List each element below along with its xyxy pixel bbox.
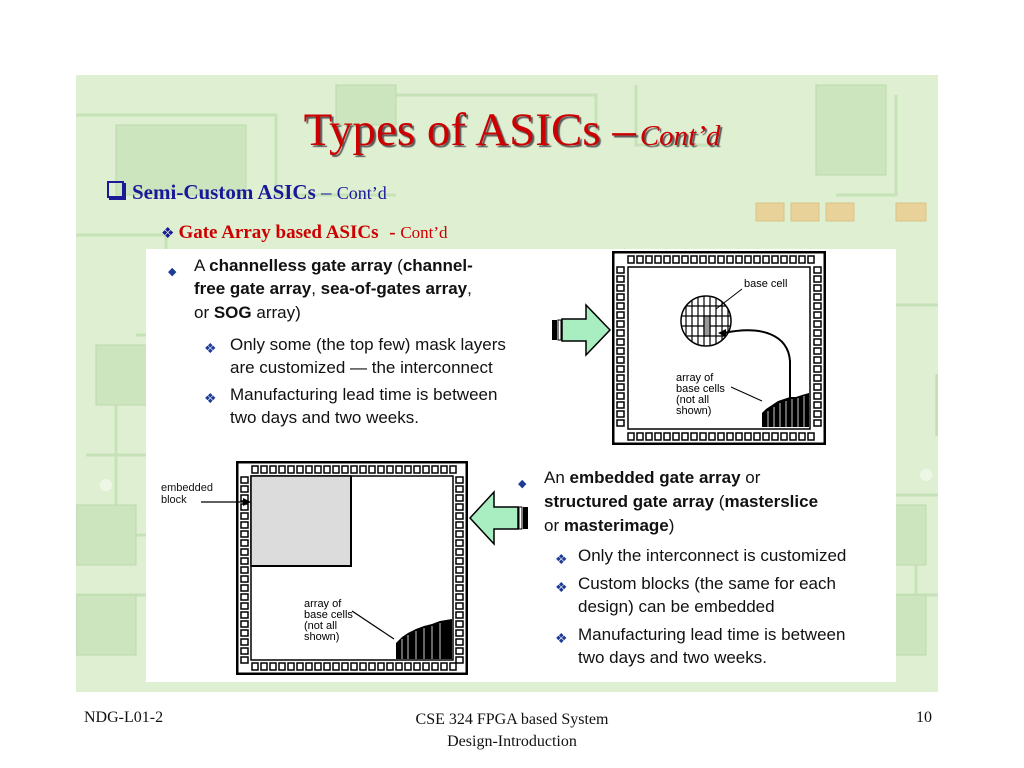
embedded-label-2: block: [161, 494, 187, 506]
footer-left: NDG-L01-2: [84, 709, 164, 726]
footer-center: CSE 324 FPGA based System Design-Introdu…: [300, 709, 724, 753]
level2-label: Gate Array based ASICs: [178, 222, 379, 243]
array-label-2: base cells: [676, 383, 725, 395]
channelless-line-3: or SOG array): [194, 303, 301, 322]
page-number: 10: [916, 709, 932, 726]
channelless-sub1-l1: Only some (the top few) mask layers: [230, 335, 506, 354]
pad-ring: [240, 465, 464, 671]
level1-dash: –: [321, 180, 332, 204]
level1-label: Semi-Custom ASICs: [132, 180, 316, 204]
embedded-leader-line: [201, 498, 251, 506]
diamond-bullet-icon: ❖: [161, 226, 175, 242]
level2-cont: Cont’d: [400, 223, 448, 242]
title-main: Types of ASICs –: [303, 104, 636, 156]
embedded-label-1: embedded: [161, 482, 213, 494]
title-sub: Cont’d: [639, 120, 721, 152]
embedded-block-label: embedded block: [161, 482, 213, 506]
diamond-bullet-icon: ❖: [555, 579, 568, 595]
array-label-1: array of: [676, 372, 714, 384]
level2-bullet: ❖Gate Array based ASICs - Cont’d: [161, 222, 448, 244]
array-label-3: (not all: [676, 394, 709, 406]
embedded-sub3-l1: Manufacturing lead time is between: [578, 625, 846, 644]
diamond-bullet-icon: ❖: [555, 551, 568, 567]
footer-center-line-2: Design-Introduction: [447, 733, 577, 750]
channelless-sub1-l2: are customized — the interconnect: [230, 358, 493, 377]
channelless-gate-array-diagram: base cell array of base cells (not all s…: [612, 251, 826, 445]
right-arrow-icon: [552, 303, 612, 357]
diamond-bullet-icon: ❖: [204, 340, 217, 356]
diamond-bullet-icon: ❖: [555, 630, 568, 646]
pad-ring: [616, 255, 822, 441]
embedded-sub1: Only the interconnect is customized: [578, 546, 847, 565]
slide-title: Types of ASICs – Cont’d: [0, 103, 1024, 157]
level1-bullet: Semi-Custom ASICs – Cont’d: [107, 180, 387, 205]
level2-dash: -: [389, 222, 396, 243]
array-label-1: array of: [304, 598, 342, 610]
bullet-icon: ◆: [168, 266, 177, 278]
embedded-sub3-l2: two days and two weeks.: [578, 648, 767, 667]
array-label-3: (not all: [304, 620, 337, 632]
bullet-icon: ◆: [518, 478, 527, 490]
array-label-2: base cells: [304, 609, 353, 621]
channelless-line-1: A channelless gate array (channel-: [194, 256, 473, 275]
checkbox-bullet-icon: [107, 181, 124, 198]
diamond-bullet-icon: ❖: [204, 390, 217, 406]
left-arrow-icon: [468, 490, 528, 546]
channelless-line-2: free gate array, sea-of-gates array,: [194, 279, 472, 298]
embedded-line-1: An embedded gate array or: [544, 468, 761, 487]
array-label-4: shown): [304, 631, 339, 643]
base-cell-label: base cell: [744, 278, 787, 290]
channelless-sub2-l2: two days and two weeks.: [230, 408, 419, 427]
channelless-sub2-l1: Manufacturing lead time is between: [230, 385, 498, 404]
embedded-line-2: structured gate array (masterslice: [544, 492, 819, 511]
embedded-sub2-l2: design) can be embedded: [578, 597, 775, 616]
figure-panel: ◆ A channelless gate array (channel- fre…: [146, 249, 896, 682]
embedded-gate-array-diagram: array of base cells (not all shown): [236, 461, 468, 675]
level1-cont: Cont’d: [336, 183, 387, 203]
footer-center-line-1: CSE 324 FPGA based System: [415, 711, 609, 728]
array-label-4: shown): [676, 405, 711, 417]
embedded-sub2-l1: Custom blocks (the same for each: [578, 574, 836, 593]
embedded-line-3: or masterimage): [544, 516, 675, 535]
